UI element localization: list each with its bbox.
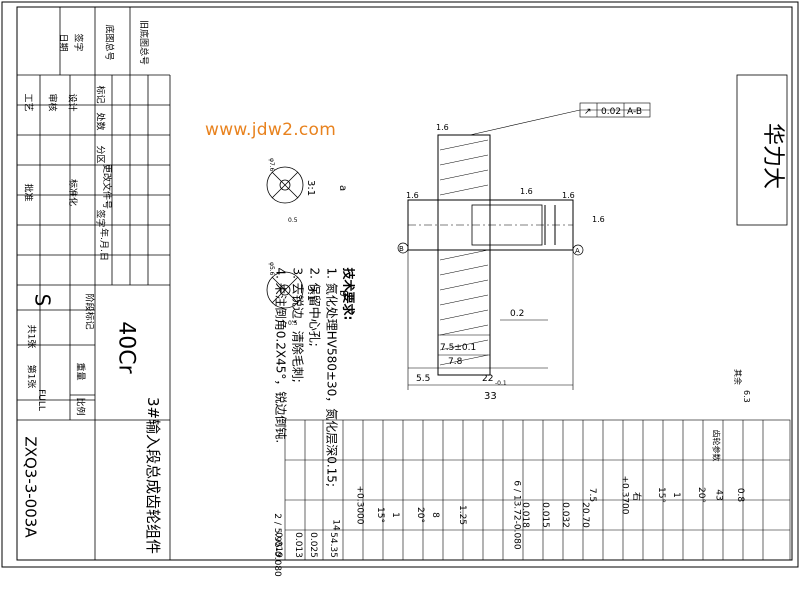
- watermark: www.jdw2.com: [205, 120, 337, 140]
- tb-count: 处数: [94, 112, 105, 131]
- rough-label-4: 1.6: [562, 191, 575, 200]
- tb-scale-value: FULL: [35, 389, 46, 411]
- gear-dir-val: 右: [631, 491, 642, 502]
- tb-process: 工艺: [22, 93, 33, 112]
- tb-weight-label: 重量: [74, 362, 85, 381]
- tb-date2: 日期: [57, 33, 68, 52]
- gear-wk-val: 6 / 13.72-0.080: [511, 480, 522, 550]
- gear2-beta-val: 15°: [374, 507, 385, 523]
- view-a-scale: 3:1: [305, 180, 316, 196]
- gear-b-val: 7.5: [587, 487, 598, 503]
- tol-symbol: ↗: [584, 107, 592, 117]
- view-b-dim2: 0.5: [288, 320, 298, 327]
- gear-mn-val: 0.8: [735, 487, 746, 503]
- title-block-lines: [17, 7, 171, 560]
- view-b-scale: 3:1: [305, 285, 316, 301]
- gear2-alpha-val: 20°: [414, 507, 425, 523]
- dim-22-tol: -0.1: [495, 380, 507, 387]
- rough-label-1: 1.6: [436, 123, 449, 132]
- tb-date: 年.月.日: [97, 228, 108, 261]
- gear2-a-val: 54.35: [327, 532, 338, 558]
- view-b-dim: φ5.6: [268, 262, 275, 276]
- tb-base-no: 底图总号: [103, 24, 114, 61]
- rough-label-2: 1.6: [406, 191, 419, 200]
- tb-sheet-total: 共1张: [25, 324, 36, 349]
- other-rough: 其余: [733, 369, 743, 385]
- tb-stage-mark: S: [30, 293, 55, 307]
- tb-change-doc: 更改文件号: [101, 163, 112, 210]
- gear-fp-val: 0.032: [559, 502, 570, 528]
- rough-label-5: 1.6: [592, 215, 605, 224]
- gear2-wk-val: 2 / 5.95-0.080: [271, 513, 282, 577]
- company-name: 华力大: [760, 122, 786, 190]
- gear2-x-val: +0.3000: [354, 485, 365, 525]
- gear-x-val: +0.3700: [619, 475, 630, 515]
- tb-mark: 标记: [94, 85, 105, 104]
- gear-table-lines: [284, 419, 791, 561]
- gear-alpha-val: 20°: [695, 487, 706, 503]
- gear-falpha-val: 0.015: [539, 502, 550, 528]
- tb-standardize: 标准化: [67, 178, 78, 207]
- gear-ha-val: 1: [670, 492, 681, 498]
- gear-table-title: 齿轮参数: [711, 429, 721, 462]
- dim-0-2: 0.2: [510, 309, 524, 319]
- tb-scale-label: 比例: [74, 397, 85, 416]
- tol-value: 0.02: [601, 107, 621, 117]
- gear2-ha-val: 1: [389, 512, 400, 518]
- view-a-dim: φ7.6: [268, 158, 275, 172]
- view-b-label: b: [337, 290, 348, 296]
- gear-a-val: 20.70: [579, 502, 590, 528]
- tb-check: 审核: [46, 93, 57, 112]
- tb-sign2: 签字: [72, 33, 83, 52]
- datum-a-circle: [572, 244, 584, 256]
- tb-stage-label: 阶段标记: [83, 293, 94, 330]
- gear-beta-val: 15°: [655, 487, 666, 503]
- gear2-fp-val: 0.025: [307, 532, 318, 558]
- dimension-lines: [407, 102, 651, 390]
- tb-sheet-no: 第1张: [25, 364, 36, 389]
- dim-7-5: 7.5±0.1: [440, 343, 476, 353]
- tb-part-name: 3#输入段总成齿轮组件: [144, 396, 163, 555]
- dim-7-8: 7.8: [448, 357, 463, 367]
- tb-hist-reg: 旧底图总号: [138, 19, 149, 66]
- datum-a-text: A: [575, 247, 580, 255]
- inner-frame: [16, 6, 793, 561]
- tech-req-heading: 技术要求:: [341, 267, 356, 321]
- view-b: [266, 271, 304, 309]
- drawing-sheet: 0.02 A-B ↗ 1.6 1.6 1.6 1.6 1.6 7.5±0.1 7…: [1, 1, 799, 568]
- gear2-z-val: 8: [429, 512, 440, 518]
- datum-b-circle: [397, 242, 409, 254]
- datum-b-text: B: [399, 245, 404, 253]
- dim-33: 33: [484, 391, 497, 402]
- outer-frame: [1, 1, 799, 568]
- gear2-falpha-val: 0.013: [292, 532, 303, 558]
- tb-drawing-no: ZXQ3-3-003A: [21, 436, 40, 538]
- company-box: [736, 74, 788, 226]
- tol-datum: A-B: [627, 107, 642, 117]
- dim-22: 22: [482, 374, 493, 384]
- tb-zone: 分区: [94, 145, 105, 164]
- gear2-mn-val: 1.25: [457, 504, 468, 526]
- tb-approve: 批准: [22, 183, 33, 202]
- rough-label-3: 1.6: [520, 187, 533, 196]
- tb-material: 40Cr: [113, 321, 139, 374]
- dim-5-5: 5.5: [416, 374, 430, 384]
- gear2-b-val: 14: [330, 519, 341, 531]
- tb-design: 设计: [66, 93, 77, 112]
- tb-sign: 签字: [94, 209, 105, 228]
- hatching: [439, 139, 489, 366]
- view-a-dim2: 0.5: [288, 217, 298, 224]
- view-a: [266, 166, 304, 204]
- view-a-label: a: [337, 185, 348, 191]
- gear-z-val: 43: [713, 489, 724, 501]
- part-section: [407, 134, 574, 376]
- other-rough-val: 6.3: [742, 390, 751, 403]
